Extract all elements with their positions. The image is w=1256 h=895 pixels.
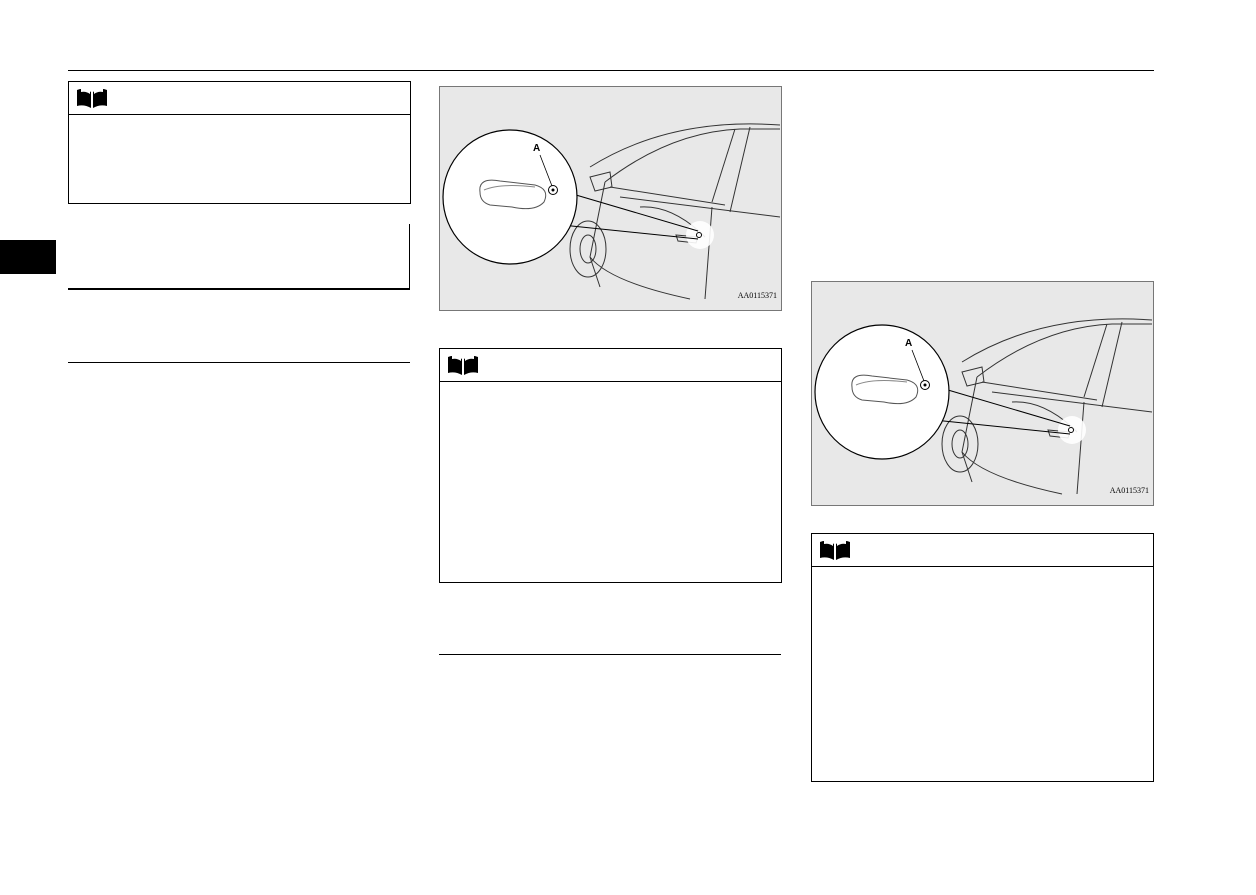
top-rule: [68, 70, 1154, 71]
figure-callout: A: [905, 338, 912, 349]
section-tab: [0, 240, 56, 274]
figure-code: AA0115371: [1109, 486, 1149, 495]
figure-code: AA0115371: [737, 291, 777, 300]
open-book-icon: [77, 87, 107, 108]
door-handle-illustration: A AA0115371: [439, 86, 782, 311]
door-handle-drawing: A: [814, 318, 1153, 495]
door-handle-drawing: A: [442, 123, 781, 300]
divider-rule: [68, 362, 410, 363]
note-box: [68, 81, 411, 204]
note-header: [812, 534, 1153, 567]
figure-callout: A: [533, 143, 540, 154]
note-header: [440, 349, 781, 382]
open-book-icon: [820, 539, 850, 560]
open-book-icon: [448, 354, 478, 375]
section-bracket: [68, 224, 410, 290]
note-box: [811, 533, 1154, 782]
note-box: [439, 348, 782, 583]
note-header: [69, 82, 410, 115]
door-handle-illustration: A AA0115371: [811, 281, 1154, 506]
divider-rule: [439, 654, 781, 655]
